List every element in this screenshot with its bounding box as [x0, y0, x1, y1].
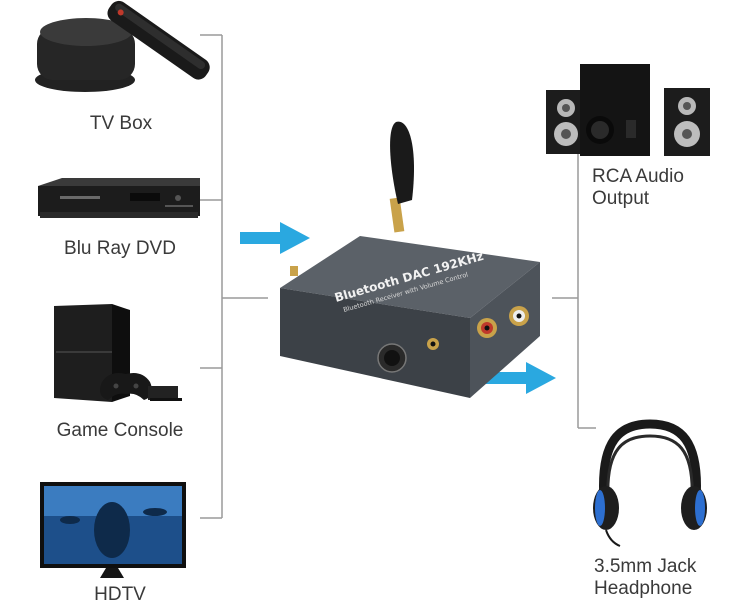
bluetooth-dac-icon: Bluetooth DAC 192KHz Bluetooth Receiver …	[280, 121, 540, 398]
source-label-game-console: Game Console	[56, 420, 184, 441]
source-label-tv-box: TV Box	[89, 113, 153, 134]
hdtv-icon	[40, 482, 186, 578]
source-connector-lines	[200, 34, 268, 519]
tv-box-icon	[35, 0, 210, 92]
output-label-jack: 3.5mm Jack	[594, 556, 697, 577]
output-label-rca-output: Output	[592, 188, 650, 209]
output-connector-lines	[552, 149, 596, 429]
output-arrow-icon	[486, 362, 556, 394]
output-label-rca-audio: RCA Audio	[592, 166, 684, 187]
antenna-icon	[389, 121, 415, 233]
game-console-icon	[54, 304, 182, 402]
source-label-hdtv: HDTV	[94, 584, 146, 605]
speakers-icon	[546, 64, 710, 156]
output-label-headphone: Headphone	[594, 578, 693, 599]
input-arrow-icon	[240, 222, 310, 254]
headphone-icon	[593, 419, 707, 547]
bluray-player-icon	[38, 178, 200, 218]
source-label-blu-ray-dvd: Blu Ray DVD	[64, 238, 176, 259]
